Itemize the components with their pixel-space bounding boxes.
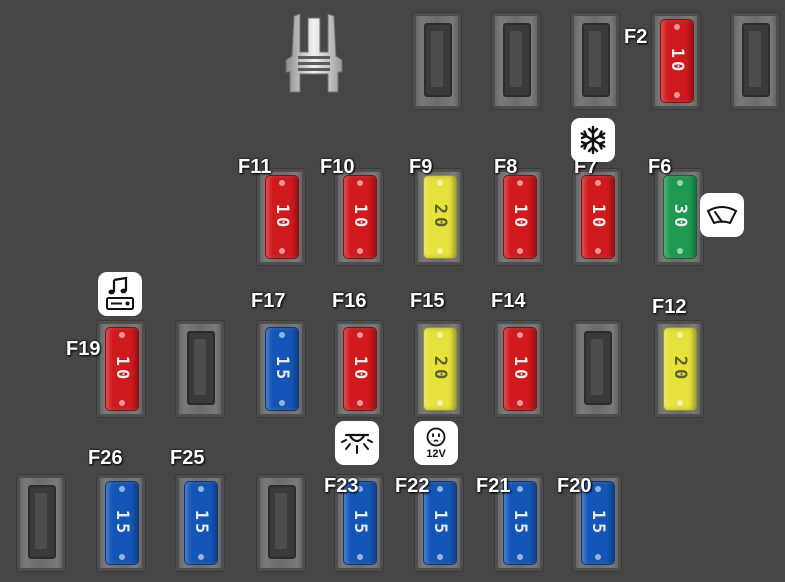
fuse-rating: 20 (430, 203, 450, 231)
fuse-f12[interactable]: 20 (663, 327, 697, 411)
fuse-slot-f2: 10 (651, 12, 701, 110)
fuse-label-f11: F11 (238, 156, 272, 178)
fuse-f21[interactable]: 15 (503, 481, 537, 565)
empty-fuse-slot (175, 320, 225, 418)
fuse-rating: 10 (350, 203, 370, 231)
fuse-f10[interactable]: 10 (343, 175, 377, 259)
fuse-f17[interactable]: 15 (265, 327, 299, 411)
fuse-slot-f16: 10 (334, 320, 384, 418)
fuse-label-f25: F25 (170, 447, 205, 469)
fuse-rating: 15 (272, 355, 292, 383)
fuse-rating: 15 (588, 509, 608, 537)
fuse-slot-f20: 15 (572, 474, 622, 572)
empty-fuse-slot (256, 474, 306, 572)
fuse-slot-f8: 10 (494, 168, 544, 266)
fuse-rating: 10 (350, 355, 370, 383)
radio-icon (106, 277, 134, 310)
fuse-label-f10: F10 (320, 156, 355, 178)
fuse-slot-f6: 30 (654, 168, 704, 266)
empty-fuse-slot (16, 474, 66, 572)
fuse-f23[interactable]: 15 (343, 481, 377, 565)
fuse-slot-f12: 20 (654, 320, 704, 418)
power-outlet-icon (426, 427, 446, 447)
fuse-label-f22: F22 (395, 475, 430, 497)
fuse-label-f6: F6 (648, 156, 672, 178)
fuse-rating: 15 (191, 509, 211, 537)
fuse-slot-f11: 10 (256, 168, 306, 266)
windshield-wiper-icon (706, 206, 738, 225)
fuse-slot-f26: 15 (96, 474, 146, 572)
fuse-slot-f14: 10 (494, 320, 544, 418)
empty-fuse-slot (570, 12, 620, 110)
fuse-rating: 10 (272, 203, 292, 231)
fuse-f2[interactable]: 10 (660, 19, 694, 103)
fuse-rating: 20 (670, 355, 690, 383)
snowflake-icon (580, 125, 606, 155)
fuse-label-f2: F2 (624, 26, 648, 48)
fuse-label-f16: F16 (332, 290, 367, 312)
empty-fuse-slot (412, 12, 462, 110)
fuse-slot-f21: 15 (494, 474, 544, 572)
power-outlet-label: 12V (426, 448, 446, 460)
fuse-label-f26: F26 (88, 447, 123, 469)
fuse-f25[interactable]: 15 (184, 481, 218, 565)
fuse-label-f8: F8 (494, 156, 518, 178)
fuse-label-f19: F19 (66, 338, 101, 360)
interior-light-icon (341, 433, 373, 454)
fuse-rating: 30 (670, 203, 690, 231)
fuse-f15[interactable]: 20 (423, 327, 457, 411)
fuse-label-f17: F17 (251, 290, 286, 312)
fuse-slot-f15: 20 (414, 320, 464, 418)
fuse-slot-f19: 10 (96, 320, 146, 418)
fuse-rating: 10 (510, 355, 530, 383)
interior-light-badge (335, 421, 379, 465)
fuse-label-f12: F12 (652, 296, 687, 318)
radio-badge (98, 272, 142, 316)
fuse-puller-icon (285, 13, 343, 93)
fuse-f7[interactable]: 10 (581, 175, 615, 259)
fuse-rating: 15 (350, 509, 370, 537)
fuse-label-f15: F15 (410, 290, 445, 312)
fuse-f22[interactable]: 15 (423, 481, 457, 565)
fuse-label-f14: F14 (491, 290, 526, 312)
fuse-slot-f17: 15 (256, 320, 306, 418)
fuse-rating: 15 (430, 509, 450, 537)
empty-fuse-slot (572, 320, 622, 418)
fuse-f11[interactable]: 10 (265, 175, 299, 259)
fuse-rating: 20 (430, 355, 450, 383)
power-outlet-badge: 12V (414, 421, 458, 465)
fuse-f26[interactable]: 15 (105, 481, 139, 565)
fuse-label-f21: F21 (476, 475, 511, 497)
fuse-slot-f10: 10 (334, 168, 384, 266)
fuse-f20[interactable]: 15 (581, 481, 615, 565)
fuse-f6[interactable]: 30 (663, 175, 697, 259)
fuse-label-f9: F9 (409, 156, 433, 178)
fuse-rating: 10 (510, 203, 530, 231)
snowflake-badge (571, 118, 615, 162)
fuse-rating: 10 (112, 355, 132, 383)
windshield-wiper-badge (700, 193, 744, 237)
empty-fuse-slot (491, 12, 541, 110)
fuse-rating: 10 (588, 203, 608, 231)
fuse-slot-f23: 15 (334, 474, 384, 572)
fuse-slot-f7: 10 (572, 168, 622, 266)
fuse-f19[interactable]: 10 (105, 327, 139, 411)
fuse-label-f23: F23 (324, 475, 359, 497)
fuse-f9[interactable]: 20 (423, 175, 457, 259)
fuse-slot-f22: 15 (414, 474, 464, 572)
fuse-slot-f9: 20 (414, 168, 464, 266)
fuse-f8[interactable]: 10 (503, 175, 537, 259)
empty-fuse-slot (730, 12, 780, 110)
fuse-rating: 15 (510, 509, 530, 537)
fuse-f14[interactable]: 10 (503, 327, 537, 411)
fuse-rating: 10 (667, 47, 687, 75)
fuse-label-f20: F20 (557, 475, 592, 497)
fuse-f16[interactable]: 10 (343, 327, 377, 411)
fuse-rating: 15 (112, 509, 132, 537)
fuse-slot-f25: 15 (175, 474, 225, 572)
